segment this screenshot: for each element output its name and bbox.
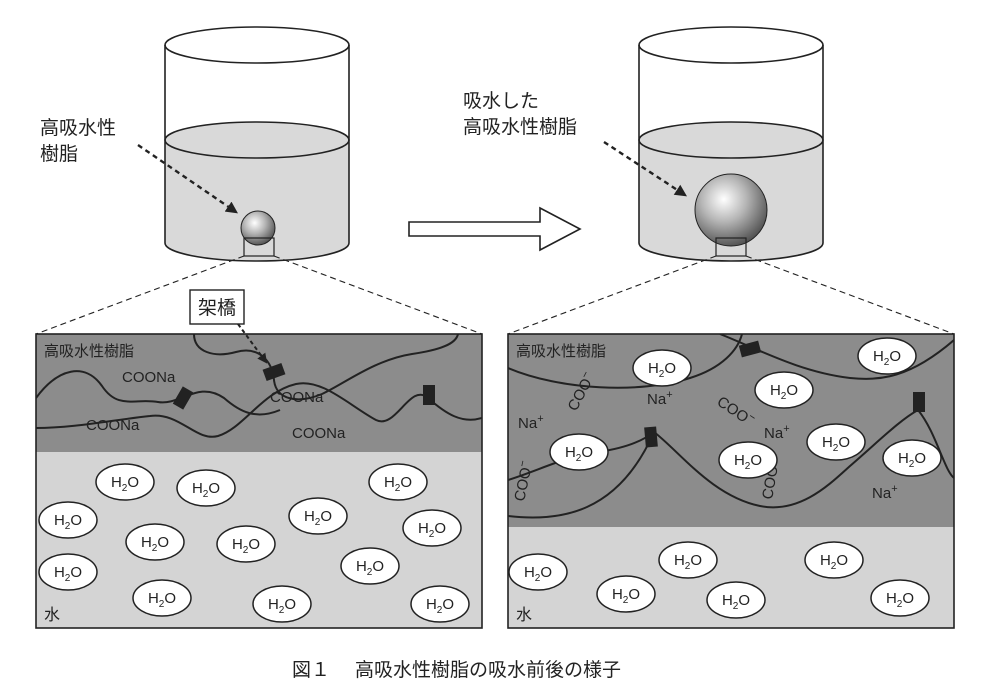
h2o-molecule: H2O (870, 579, 930, 617)
right-water-label: 水 (516, 605, 532, 624)
h2o-molecule: H2O (402, 509, 462, 547)
h2o-molecule: H2O (216, 525, 276, 563)
h2o-label: H2O (192, 480, 220, 500)
h2o-molecule: H2O (658, 541, 718, 579)
h2o-molecule: H2O (95, 463, 155, 501)
h2o-label: H2O (734, 452, 762, 472)
h2o-label: H2O (54, 564, 82, 584)
h2o-molecule: H2O (288, 497, 348, 535)
h2o-label: H2O (524, 564, 552, 584)
left-beaker (164, 26, 350, 262)
h2o-label: H2O (648, 360, 676, 380)
h2o-label: H2O (111, 474, 139, 494)
crosslink-callout-box (189, 289, 245, 325)
h2o-molecule: H2O (596, 575, 656, 613)
h2o-label: H2O (148, 590, 176, 610)
h2o-molecule: H2O (857, 337, 917, 375)
h2o-label: H2O (565, 444, 593, 464)
h2o-label: H2O (384, 474, 412, 494)
zoom-lines (35, 255, 955, 335)
h2o-label: H2O (674, 552, 702, 572)
h2o-label: H2O (232, 536, 260, 556)
crosslink-pointer (237, 323, 268, 364)
h2o-molecule: H2O (125, 523, 185, 561)
left-water-label: 水 (44, 605, 60, 624)
h2o-molecule: H2O (368, 463, 428, 501)
h2o-label: H2O (304, 508, 332, 528)
coona-label-3: COONa (86, 417, 140, 434)
h2o-label: H2O (418, 520, 446, 540)
right-h2o-group: H2O H2O H2O H2O H2O H2O H2O H2O H2O H2O H2O H2O H2O (508, 337, 942, 619)
h2o-label: H2O (356, 558, 384, 578)
h2o-molecule: H2O (176, 469, 236, 507)
coona-label-2: COONa (270, 389, 324, 406)
h2o-molecule: H2O (38, 501, 98, 539)
coona-label-1: COONa (122, 369, 176, 386)
h2o-molecule: H2O (882, 439, 942, 477)
h2o-molecule: H2O (38, 553, 98, 591)
h2o-molecule: H2O (410, 585, 470, 623)
small-resin-sphere (240, 210, 276, 246)
swollen-resin-sphere (694, 173, 768, 247)
h2o-label: H2O (268, 596, 296, 616)
right-beaker-label-2: 高吸水性樹脂 (463, 116, 577, 138)
h2o-label: H2O (886, 590, 914, 610)
h2o-label: H2O (822, 434, 850, 454)
right-beaker-label-1: 吸水した (463, 90, 539, 112)
left-zoom-box (243, 237, 275, 257)
h2o-label: H2O (770, 382, 798, 402)
left-beaker-label-1: 高吸水性 (40, 117, 116, 139)
crosslink-callout-label: 架橋 (198, 297, 236, 319)
right-resin-label: 高吸水性樹脂 (516, 342, 606, 360)
h2o-molecule: H2O (252, 585, 312, 623)
h2o-molecule: H2O (340, 547, 400, 585)
h2o-label: H2O (54, 512, 82, 532)
h2o-label: H2O (873, 348, 901, 368)
h2o-molecule: H2O (632, 349, 692, 387)
h2o-label: H2O (141, 534, 169, 554)
h2o-label: H2O (426, 596, 454, 616)
h2o-label: H2O (820, 552, 848, 572)
left-beaker-label-2: 樹脂 (40, 143, 78, 165)
h2o-molecule: H2O (804, 541, 864, 579)
absorption-arrow (408, 206, 582, 252)
right-zoom-box (715, 237, 747, 257)
h2o-molecule: H2O (754, 371, 814, 409)
left-pointer-arrow (137, 144, 238, 214)
h2o-label: H2O (898, 450, 926, 470)
h2o-label: H2O (722, 592, 750, 612)
right-pointer-arrow (603, 140, 688, 197)
figure-caption: 図１ 高吸水性樹脂の吸水前後の様子 (292, 659, 621, 681)
h2o-molecule: H2O (806, 423, 866, 461)
h2o-label: H2O (612, 586, 640, 606)
h2o-molecule: H2O (718, 441, 778, 479)
coona-label-4: COONa (292, 425, 346, 442)
h2o-molecule: H2O (706, 581, 766, 619)
h2o-molecule: H2O (132, 579, 192, 617)
h2o-molecule: H2O (508, 553, 568, 591)
left-resin-label: 高吸水性樹脂 (44, 342, 134, 360)
right-beaker (638, 26, 824, 262)
left-h2o-group: H2O H2O H2O H2O H2O H2O H2O H2O H2O H2O H2O H2O H2O (38, 463, 470, 623)
h2o-molecule: H2O (549, 433, 609, 471)
right-zoom-panel: COO−COO−COO−COO−Na+Na+Na+Na+ H2OH2OH2OH2… (507, 333, 955, 629)
